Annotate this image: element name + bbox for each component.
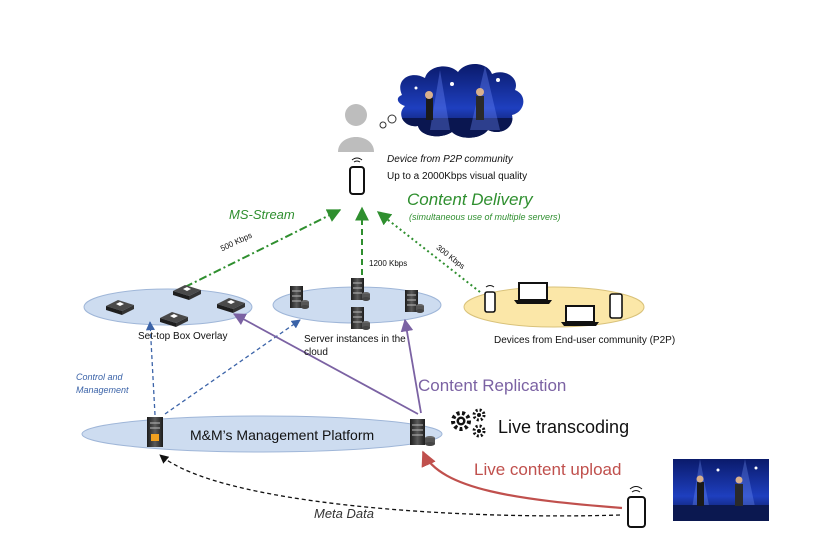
set-top-box-icon xyxy=(106,300,134,315)
laptop-icon xyxy=(514,282,552,304)
viewer-person-icon xyxy=(338,104,374,152)
concert-thought-image xyxy=(397,63,524,138)
live-concert-photo xyxy=(673,459,769,521)
platform-ellipse xyxy=(81,415,443,453)
control-arrow-to-stb xyxy=(145,321,156,416)
cloud-rate-label: 1200 Kbps xyxy=(369,259,408,268)
set-top-box-icon xyxy=(217,298,245,313)
stb-management-server-icon xyxy=(147,417,163,447)
cloud-server-icon xyxy=(290,286,309,309)
platform-label: M&M’s Management Platform xyxy=(190,427,375,443)
metadata-label: Meta Data xyxy=(314,506,374,521)
thought-bubble-icon xyxy=(379,114,397,129)
tablet-icon xyxy=(609,293,623,319)
uploader-phone-icon xyxy=(627,486,646,528)
cloud-servers-label: Server instances in the cloud xyxy=(304,334,406,358)
platform-server-icon xyxy=(410,419,435,446)
replication-arrow-to-stb xyxy=(232,313,419,415)
replication-arrow-to-cloud xyxy=(400,318,422,414)
set-top-box-icon xyxy=(173,285,201,300)
upload-arrow xyxy=(421,450,623,510)
cloud-server-icon xyxy=(351,307,370,330)
content-replication-label: Content Replication xyxy=(418,376,567,395)
p2p-ellipse xyxy=(463,286,645,328)
live-upload-label: Live content upload xyxy=(474,460,622,479)
stb-overlay-ellipse xyxy=(83,288,253,326)
set-top-box-icon xyxy=(160,312,188,327)
ms-stream-arrow xyxy=(184,209,342,288)
content-delivery-title: Content Delivery xyxy=(407,190,533,209)
p2p-delivery-arrow xyxy=(376,211,481,293)
viewer-phone-icon xyxy=(349,157,365,195)
p2p-devices-label: Devices from End-user community (P2P) xyxy=(494,335,676,346)
gears-icon xyxy=(451,408,486,438)
live-transcoding-label: Live transcoding xyxy=(498,417,630,437)
cloud-server-icon xyxy=(405,290,424,313)
metadata-arrow xyxy=(159,454,621,517)
stb-overlay-label: Set-top Box Overlay xyxy=(138,331,228,342)
p2p-phone-icon xyxy=(484,285,496,313)
content-delivery-subtitle: (simultaneous use of multiple servers) xyxy=(409,212,561,222)
control-management-label: Control and Management xyxy=(76,372,129,395)
viewer-quality-label: Up to a 2000Kbps visual quality xyxy=(387,171,528,182)
ms-stream-label: MS-Stream xyxy=(229,207,295,222)
cloud-server-icon xyxy=(351,278,370,301)
viewer-device-label: Device from P2P community xyxy=(387,154,513,165)
laptop-icon xyxy=(561,305,599,326)
